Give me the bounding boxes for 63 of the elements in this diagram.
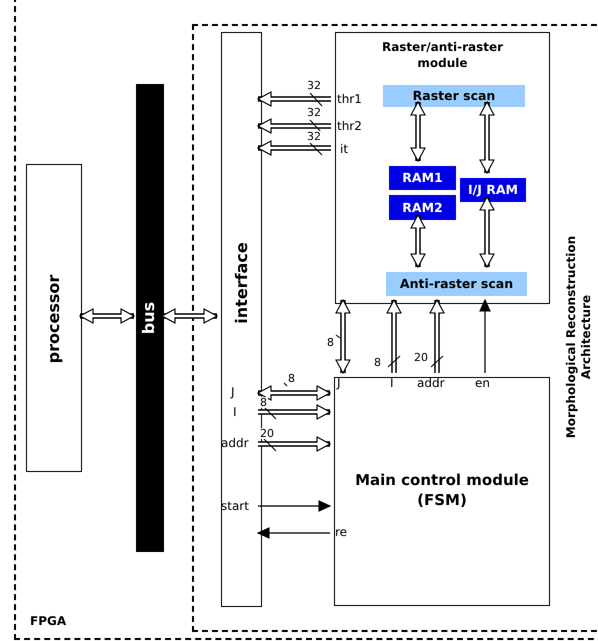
block-label: interface [232,241,252,326]
fpga-boundary [14,0,598,640]
bus-width-label: 32 [306,107,322,118]
bus-width-label: 32 [306,131,322,142]
module-title: Raster/anti-raster module [380,39,504,71]
block-box [26,164,82,472]
double-arrow [161,308,218,324]
architecture-boundary [192,24,597,632]
bus-width-label: 32 [306,80,322,91]
signal-name: re [335,526,348,539]
bus-bar [136,84,164,552]
ram-box [389,166,456,190]
bus-width-label: 20 [413,352,429,363]
arrow [257,118,331,134]
scan-label: Anti-raster scan [398,275,514,293]
arrow [257,140,331,156]
double-arrow [257,385,331,401]
signal-name: addr [221,437,249,450]
bus-label: bus [139,300,159,336]
arrow [257,527,330,539]
ram-label: I/J RAM [467,181,519,199]
architecture-label: Morphological Reconstruction Architecture [564,234,594,440]
bus-width-label: 8 [259,397,268,408]
control-module-box [334,377,550,606]
bus-width-label: 8 [287,373,296,384]
block-label: processor [44,274,64,366]
signal-name: I [233,406,237,419]
signal-name: thr1 [337,93,362,106]
arrow [479,299,491,373]
signal-name: I [390,377,394,390]
double-arrow [410,101,426,162]
signal-name: J [337,377,341,390]
scan-box [386,272,527,296]
fpga-label: FPGA [30,614,66,628]
ram-label: RAM1 [401,169,444,187]
ram-box [460,178,526,202]
arrow [386,299,402,373]
arrow [258,436,331,452]
signal-name: addr [417,377,445,390]
module-title: Main control module (FSM) [354,470,530,510]
arrow [258,500,331,512]
ram-label: RAM2 [401,199,444,217]
ram-box [389,195,456,220]
bus-width-label: 8 [373,357,382,368]
arrow [429,299,445,373]
double-arrow [479,101,495,174]
arrow [257,91,331,107]
signal-name: J [231,386,235,399]
signal-name: start [221,500,249,513]
module-box [335,32,550,304]
double-arrow [335,299,351,374]
signal-name: en [475,377,490,390]
signal-name: thr2 [337,120,362,133]
double-arrow [479,196,495,268]
bus-width-label: 20 [259,428,275,439]
signal-name: it [340,143,348,156]
block-box [221,32,262,607]
bus-width-label: 8 [326,337,335,348]
double-arrow [79,308,135,324]
scan-box [383,85,525,107]
arrow [258,404,331,420]
double-arrow [410,214,426,268]
scan-label: Raster scan [412,87,496,105]
